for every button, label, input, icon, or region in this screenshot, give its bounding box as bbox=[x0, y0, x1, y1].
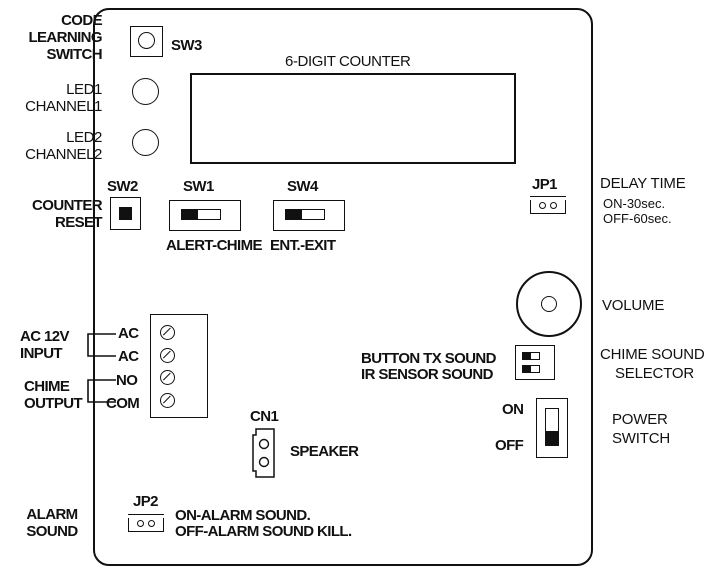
delay-time-options: ON-30sec. OFF-60sec. bbox=[603, 196, 672, 226]
ent-exit-label: ENT.-EXIT bbox=[270, 237, 336, 254]
sw2-label: SW2 bbox=[107, 178, 138, 195]
terminal-block bbox=[150, 314, 208, 418]
screw-terminal-icon[interactable] bbox=[160, 348, 175, 363]
power-switch[interactable] bbox=[536, 398, 568, 458]
jp1-label: JP1 bbox=[532, 176, 557, 193]
screw-terminal-icon[interactable] bbox=[160, 325, 175, 340]
terminal-ac2-label: AC bbox=[118, 348, 139, 365]
jumper-pin bbox=[148, 520, 155, 527]
power-switch-knob bbox=[546, 431, 558, 445]
power-off-label: OFF bbox=[495, 437, 524, 454]
code-learning-switch-label: CODE LEARNING SWITCH bbox=[28, 12, 102, 63]
screw-terminal-icon[interactable] bbox=[160, 370, 175, 385]
slide-track bbox=[285, 209, 325, 220]
led1-label: LED1 CHANNEL1 bbox=[25, 81, 102, 115]
speaker-label: SPEAKER bbox=[290, 443, 359, 460]
chime-output-label: CHIME OUTPUT bbox=[24, 378, 83, 412]
jumper-pin bbox=[550, 202, 557, 209]
sw3-label: SW3 bbox=[171, 37, 202, 54]
ir-sensor-sound-label: IR SENSOR SOUND bbox=[361, 366, 493, 383]
cn1-label: CN1 bbox=[250, 408, 279, 425]
slide-knob bbox=[286, 210, 302, 219]
jumper-pin bbox=[539, 202, 546, 209]
sw4-label: SW4 bbox=[287, 178, 318, 195]
jp2-off-label: OFF-ALARM SOUND KILL. bbox=[175, 523, 352, 540]
entry-exit-switch-sw4[interactable] bbox=[273, 200, 345, 231]
sw1-label: SW1 bbox=[183, 178, 214, 195]
delay-time-label: DELAY TIME bbox=[600, 175, 686, 192]
screw-terminal-icon[interactable] bbox=[160, 393, 175, 408]
volume-knob[interactable] bbox=[516, 271, 582, 337]
counter-title: 6-DIGIT COUNTER bbox=[285, 53, 411, 70]
chime-sound-selector-switch[interactable] bbox=[515, 345, 555, 380]
led1-indicator bbox=[132, 78, 159, 105]
dip-switch-2[interactable] bbox=[522, 365, 540, 373]
counter-reset-switch-sw2[interactable] bbox=[110, 197, 141, 230]
jumper-pin bbox=[137, 520, 144, 527]
terminal-com-label: COM bbox=[106, 395, 140, 412]
jp2-jumper[interactable] bbox=[128, 514, 164, 532]
jp2-label: JP2 bbox=[133, 493, 158, 510]
button-tx-sound-label: BUTTON TX SOUND bbox=[361, 350, 497, 367]
dip-knob bbox=[523, 366, 531, 372]
terminal-no-label: NO bbox=[116, 372, 138, 389]
six-digit-counter-display bbox=[190, 73, 516, 164]
volume-label: VOLUME bbox=[602, 297, 665, 314]
alert-chime-switch-sw1[interactable] bbox=[169, 200, 241, 231]
pushbutton-cap bbox=[119, 207, 132, 220]
chime-sound-selector-label: CHIME SOUND SELECTOR bbox=[600, 346, 705, 382]
jp1-jumper[interactable] bbox=[530, 196, 566, 214]
circuit-board-outline bbox=[93, 8, 593, 566]
jp2-on-label: ON-ALARM SOUND. bbox=[175, 507, 311, 524]
terminal-bracket-lines bbox=[87, 333, 116, 403]
dip-knob bbox=[523, 353, 531, 359]
power-on-label: ON bbox=[502, 401, 524, 418]
power-switch-track bbox=[545, 408, 559, 446]
power-switch-label: POWER SWITCH bbox=[612, 411, 670, 447]
volume-knob-center bbox=[541, 296, 557, 312]
slide-track bbox=[181, 209, 221, 220]
alarm-sound-label: ALARM SOUND bbox=[26, 506, 78, 540]
led2-label: LED2 CHANNEL2 bbox=[25, 129, 102, 163]
code-learning-switch-sw3[interactable] bbox=[130, 26, 163, 57]
slide-knob bbox=[182, 210, 198, 219]
terminal-ac1-label: AC bbox=[118, 325, 139, 342]
dip-switch-1[interactable] bbox=[522, 352, 540, 360]
alert-chime-label: ALERT-CHIME bbox=[166, 237, 263, 254]
speaker-connector-outline bbox=[252, 428, 275, 478]
counter-reset-label: COUNTER RESET bbox=[32, 197, 103, 231]
pushbutton-knob bbox=[138, 32, 155, 49]
ac-input-label: AC 12V INPUT bbox=[20, 328, 70, 362]
led2-indicator bbox=[132, 129, 159, 156]
